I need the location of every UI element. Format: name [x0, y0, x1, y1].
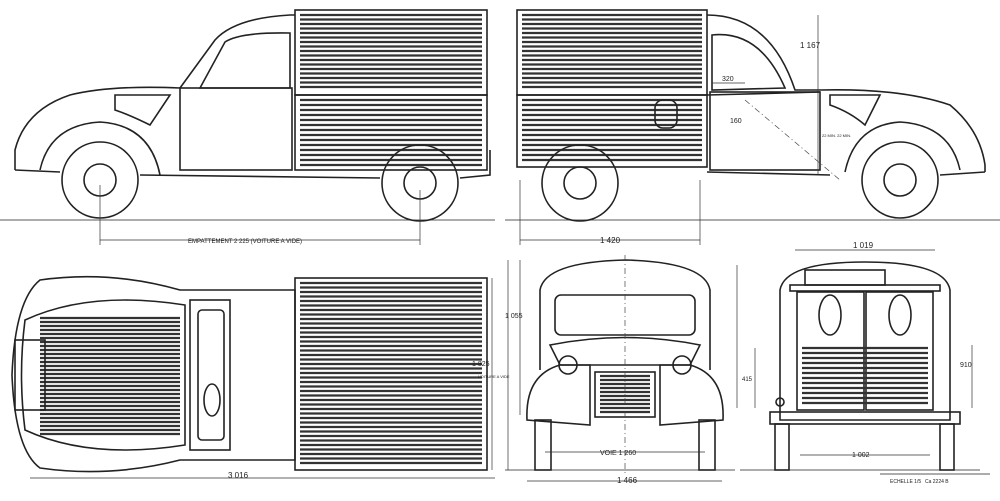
rear-bumper [769, 411, 961, 425]
front-fenders [526, 364, 724, 426]
cargo-roof-slats [300, 281, 482, 465]
top-width-label: 1 019 [853, 241, 874, 250]
front-fender [844, 121, 961, 173]
front-height-label: 1 055 [505, 313, 523, 320]
overhang-label: 1 420 [600, 236, 621, 245]
side-note: 22 MIN. 22 MIN. [822, 133, 851, 138]
overall-height-note: VOITURE A VIDE [478, 374, 510, 379]
width-label: 1 466 [617, 476, 638, 485]
right-rear-window [888, 294, 912, 336]
cab-window [198, 32, 291, 89]
top-view: 3 016 1 825 VOITURE A VIDE [11, 275, 510, 480]
roof-rail [789, 284, 941, 292]
rear-view: 1 019 415 910 1 002 ECHELLE 1/5 Ca 2224 … [736, 241, 990, 485]
overall-height-label: 1 825 [472, 361, 490, 368]
cab-door [179, 87, 293, 171]
left-rear-wheel [774, 423, 790, 471]
door-offset-label: 160 [730, 118, 742, 125]
cargo-box-lower [294, 94, 488, 171]
length-label: 3 016 [228, 471, 249, 480]
left-rear-window [818, 294, 842, 336]
front-fender [39, 121, 161, 176]
sill-line [14, 150, 491, 179]
side-view-right: 1 420 1 167 320 160 22 MIN. 22 MIN. [505, 9, 1000, 245]
rear-door-slats [802, 346, 928, 405]
cargo-slats-upper [522, 13, 702, 89]
steering-wheel [203, 383, 221, 417]
hood [20, 299, 186, 451]
rear-wheel [541, 144, 619, 222]
cargo-roof [294, 277, 488, 471]
hood-grille-vent [114, 94, 172, 127]
rear-light [775, 397, 785, 407]
door-width-label: 320 [722, 76, 734, 83]
hood-ribs [40, 316, 180, 436]
cargo-slats-lower [300, 98, 482, 167]
cab-outline [539, 259, 711, 370]
cargo-rear-outline [779, 261, 951, 421]
reference-label: Ca 2224 B [925, 479, 949, 485]
rear-track-label: 1 002 [852, 452, 870, 459]
hood-grille-vent [829, 94, 882, 127]
cargo-slats-lower [522, 98, 702, 162]
scale-label: ECHELLE 1/5 [890, 479, 921, 485]
right-rear-wheel [939, 423, 955, 471]
hood-front [548, 336, 702, 366]
left-wheel [534, 419, 552, 471]
body-outline [706, 14, 986, 176]
side-view-left: EMPATTEMENT 2 225 (VOITURE A VIDE) [0, 9, 495, 245]
right-rear-door [865, 291, 934, 411]
windshield [189, 299, 231, 451]
sill-height-label: 415 [742, 377, 753, 383]
front-wheel [861, 141, 939, 219]
front-bumper [14, 339, 46, 411]
height-label: 1 167 [800, 41, 821, 50]
cargo-slats-upper [300, 13, 482, 89]
cab-door [709, 91, 821, 171]
left-rear-door [796, 291, 865, 411]
left-headlight [558, 355, 578, 375]
front-view: VOIE 1 260 1 466 1 055 [505, 255, 735, 485]
wheelbase-label: EMPATTEMENT 2 225 (VOITURE A VIDE) [188, 239, 302, 245]
body-outline [14, 14, 295, 170]
front-track-label: VOIE 1 260 [600, 450, 636, 457]
fuel-hatch [654, 99, 678, 129]
right-wheel [698, 419, 716, 471]
cab-window [711, 33, 787, 91]
right-headlight [672, 355, 692, 375]
door-height-label: 910 [960, 362, 972, 369]
